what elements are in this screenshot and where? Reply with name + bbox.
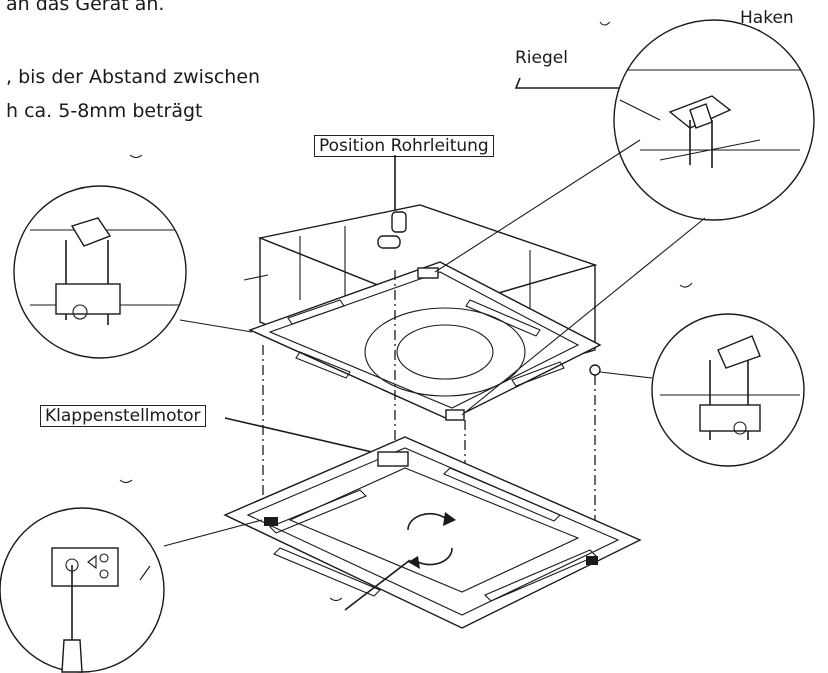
label-position-rohrleitung: Position Rohrleitung: [314, 135, 494, 157]
step-marks: [119, 21, 693, 602]
detail-circle-haken: [434, 19, 815, 416]
cassette-unit: [243, 204, 602, 421]
detail-circle-right: [599, 313, 805, 467]
label-riegel: Riegel: [515, 48, 568, 68]
instruction-line-2: , bis der Abstand zwischen: [6, 66, 261, 88]
detail-circle-screwdriver: [0, 507, 263, 673]
instruction-line-3: h ca. 5-8mm beträgt: [6, 100, 203, 122]
decorative-panel: [223, 436, 642, 629]
detail-circle-left: [13, 185, 253, 359]
label-klappenstellmotor: Klappenstellmotor: [40, 405, 206, 427]
instruction-line-1: an das Gerät an.: [6, 0, 165, 15]
label-haken: Haken: [740, 8, 794, 28]
